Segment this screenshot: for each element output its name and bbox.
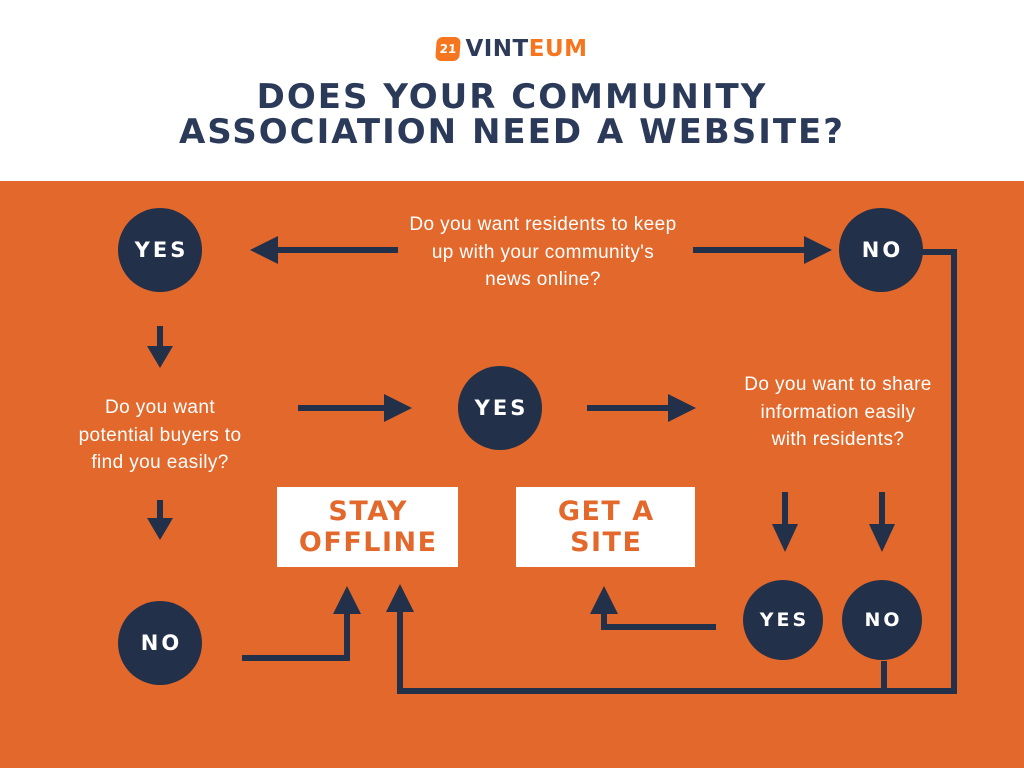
arrow-top-no-to-stay-offline [386, 249, 957, 694]
arrow-top-question-to-no [693, 236, 832, 264]
outcome-stay-offline-line-1: STAY [328, 496, 409, 527]
question-left-line-2: potential buyers to [78, 424, 242, 446]
question-left-line-3: find you easily? [91, 452, 229, 473]
node-top-yes: YES [118, 208, 202, 292]
logo-text-suffix: EUM [528, 36, 588, 62]
page-title-line-2: ASSOCIATION NEED A WEBSITE? [178, 112, 846, 152]
question-right-line-1: Do you want to share [744, 374, 932, 395]
question-top-line-3: news online? [485, 269, 601, 290]
node-bottom-left-no: NO [118, 601, 202, 685]
vinteum-logo: 21 VINTEUM [0, 36, 1024, 62]
outcome-get-a-site-line-2: SITE [570, 527, 643, 558]
node-middle-yes: YES [458, 366, 542, 450]
outcome-get-a-site: GET A SITE [516, 487, 695, 567]
arrow-right-question-down-no [869, 492, 895, 552]
arrow-top-yes-down [147, 326, 173, 368]
flowchart-area: YES NO YES NO YES NO Do you want residen… [0, 181, 1024, 768]
page-title-line-1: DOES YOUR COMMUNITY [256, 77, 768, 117]
question-left-line-1: Do you want [104, 397, 215, 418]
arrow-yes-to-right-question [587, 394, 696, 422]
arrow-top-question-to-yes [250, 236, 398, 264]
question-right: Do you want to share information easily … [713, 371, 963, 454]
vinteum-logo-text: VINTEUM [465, 37, 587, 61]
question-right-line-2: information easily [760, 401, 916, 423]
node-bottom-right-no: NO [842, 580, 922, 660]
outcome-stay-offline-line-2: OFFLINE [298, 527, 438, 558]
node-top-no: NO [839, 208, 923, 292]
arrow-bottom-no-to-stay-offline [242, 586, 361, 661]
page-title: DOES YOUR COMMUNITY ASSOCIATION NEED A W… [0, 80, 1024, 150]
node-bottom-right-yes: YES [743, 580, 823, 660]
logo-text-prefix: VINT [465, 36, 529, 62]
arrow-left-question-to-yes [298, 394, 412, 422]
arrow-bottom-yes-to-get-a-site [590, 586, 716, 630]
question-right-line-3: with residents? [771, 429, 905, 450]
question-top: Do you want residents to keep up with yo… [368, 211, 718, 294]
arrow-right-question-down-yes [772, 492, 798, 552]
outcome-get-a-site-line-1: GET A [557, 496, 655, 527]
question-left: Do you want potential buyers to find you… [35, 394, 285, 477]
outcome-stay-offline: STAY OFFLINE [277, 487, 458, 567]
question-top-line-1: Do you want residents to keep [409, 214, 677, 235]
arrow-left-question-down [147, 500, 173, 540]
question-top-line-2: up with your community's [431, 241, 655, 263]
